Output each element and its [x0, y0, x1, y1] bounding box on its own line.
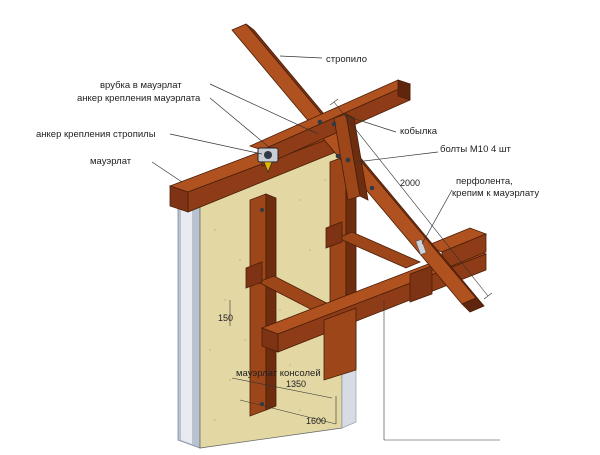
- label-kobylka: кобылка: [400, 126, 438, 137]
- dim-1350: 1350: [286, 379, 306, 389]
- perforated-tape: [415, 239, 427, 255]
- anchor-bracket-icon: [257, 147, 279, 173]
- vertical-post-left: [249, 193, 277, 417]
- label-rafter-anchor: анкер крепления стропилы: [36, 129, 156, 140]
- label-notch: врубка в мауэрлат: [100, 80, 182, 91]
- dim-1600: 1600: [306, 416, 326, 426]
- label-mauerlat: мауэрлат: [90, 156, 132, 167]
- wall-edge: [181, 206, 192, 444]
- kobylka-vertical: [333, 113, 369, 201]
- label-bolts: болты М10 4 шт: [440, 144, 512, 155]
- console-block: [323, 265, 433, 381]
- rafter-end: [461, 297, 485, 313]
- dim-2000: 2000: [400, 178, 420, 188]
- label-tape-line1: перфолента,: [456, 176, 513, 187]
- bolt-head-icon: [317, 119, 375, 191]
- dimension-lines: [229, 98, 500, 441]
- label-console-mauerlat: мауэрлат консолей: [236, 368, 321, 379]
- label-rafter: стропило: [326, 54, 367, 65]
- dim-150: 150: [218, 313, 233, 323]
- label-tape-line2: крепим к мауэрлату: [452, 188, 539, 199]
- leader-lines: [151, 55, 453, 245]
- label-mauerlat-anchor: анкер крепления мауэрлата: [77, 93, 201, 104]
